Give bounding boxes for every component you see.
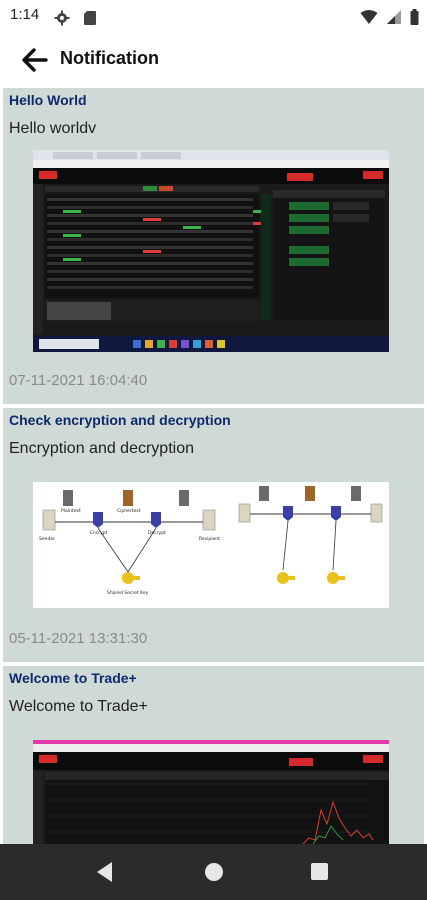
notification-card[interactable]: Hello World Hello worldv	[3, 88, 424, 404]
diagram-label-shared-key: Shared Secret Key	[107, 590, 149, 596]
notification-title: Hello World	[9, 92, 87, 108]
page-title: Notification	[60, 48, 159, 68]
notification-list[interactable]: Hello World Hello worldv	[0, 88, 427, 844]
navigation-bar	[0, 844, 427, 900]
status-bar: 1:14	[0, 0, 427, 30]
back-triangle-icon[interactable]	[92, 858, 120, 886]
notification-image[interactable]	[33, 150, 389, 352]
sd-card-icon	[84, 10, 97, 25]
diagram-label-ciphertext: Ciphertext	[117, 508, 141, 514]
diagram-label-decrypt: Decrypt	[148, 530, 166, 536]
notification-card[interactable]: Check encryption and decryption Encrypti…	[3, 408, 424, 662]
diagram-label-encrypt: Encrypt	[90, 530, 108, 536]
diagram-label-recipient: Recipient	[199, 536, 220, 542]
notification-card[interactable]: Welcome to Trade+ Welcome to Trade+	[3, 666, 424, 844]
notification-image[interactable]: Sender Plaintext Ciphertext Encrypt Decr…	[33, 482, 389, 608]
recents-square-icon[interactable]	[306, 858, 334, 886]
status-left-icons	[54, 7, 97, 26]
status-time: 1:14	[10, 6, 40, 23]
gear-icon	[54, 10, 70, 25]
diagram-label-sender: Sender	[39, 536, 55, 542]
status-right-icons	[360, 6, 419, 25]
notification-title: Welcome to Trade+	[9, 670, 137, 686]
battery-icon	[410, 8, 419, 25]
wifi-icon	[360, 9, 378, 24]
notification-body: Encryption and decryption	[9, 440, 194, 457]
diagram-label-plaintext: Plaintext	[61, 508, 81, 514]
app-bar: Notification	[0, 30, 427, 88]
back-arrow-icon[interactable]	[20, 46, 48, 74]
notification-date: 07-11-2021 16:04:40	[9, 372, 148, 389]
signal-icon	[386, 9, 401, 24]
notification-body: Welcome to Trade+	[9, 698, 148, 715]
home-circle-icon[interactable]	[200, 858, 228, 886]
notification-image[interactable]	[33, 740, 389, 844]
notification-date: 05-11-2021 13:31:30	[9, 630, 148, 647]
notification-body: Hello worldv	[9, 120, 97, 137]
notification-title: Check encryption and decryption	[9, 412, 231, 428]
